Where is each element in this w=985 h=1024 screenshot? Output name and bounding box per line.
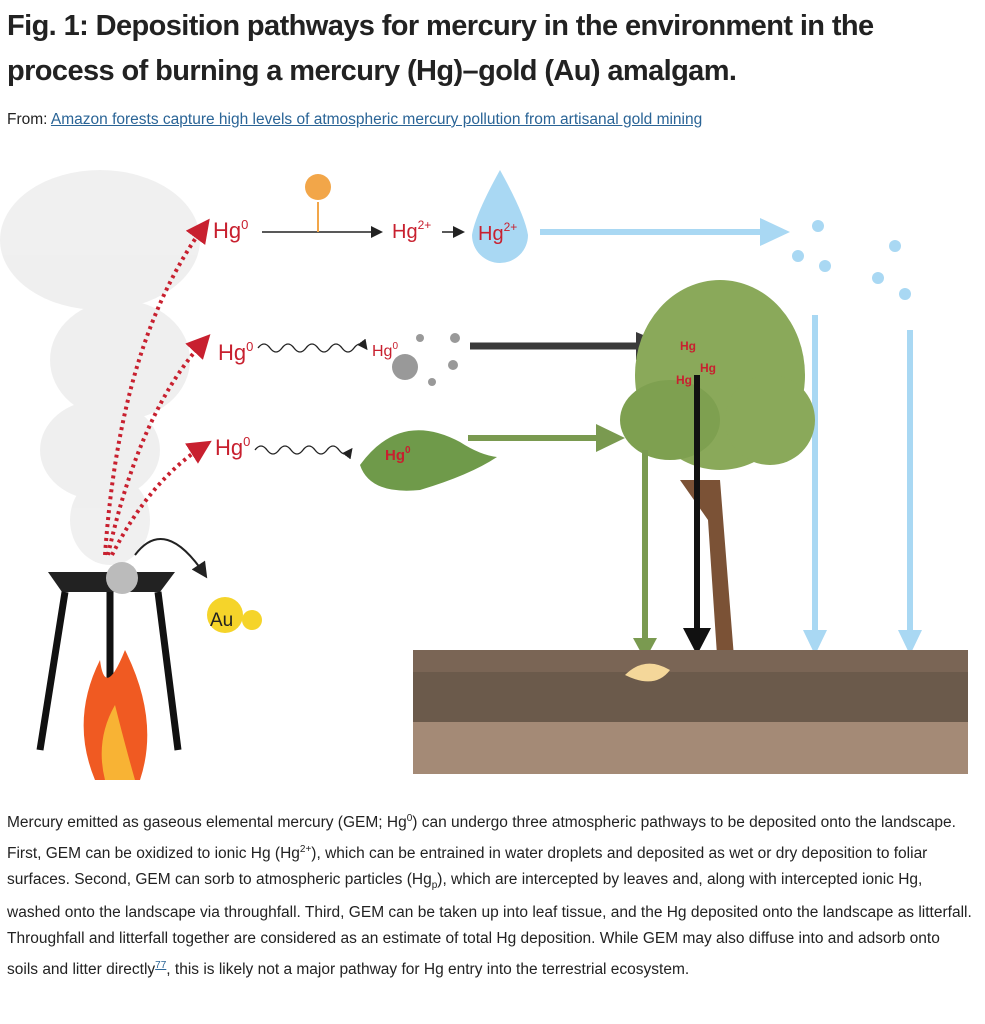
caption-sup: 0 [406,813,413,824]
mercury-deposition-diagram: Hg0 Hg2+ Hg2+ Hg0 Hg0 Hg0 Hg0 Hg Hg Hg [0,170,968,780]
gold-au-label: Au [210,610,233,631]
svg-text:Hg: Hg [680,339,696,353]
hg2-droplet-label: Hg2+ [478,220,517,245]
gold-nugget-icon [207,597,262,633]
water-droplet-icon [472,170,528,263]
caption-text: Mercury emitted as gaseous elemental mer… [7,814,407,832]
emission-arrows [103,218,212,556]
fallen-leaf-icon [625,663,670,682]
hg0-label-oxidation: Hg0 [213,217,248,243]
tree-illustration: Hg Hg Hg [620,280,815,670]
from-label: From: [7,111,48,128]
reference-link[interactable]: 77 [155,959,167,971]
particle-icon [392,333,460,386]
figure-caption: Mercury emitted as gaseous elemental mer… [7,806,972,984]
hg2-label: Hg2+ [392,218,431,243]
leaf-icon [360,430,497,491]
caption-text: ), which are intercepted by leaves and, … [7,871,972,979]
caption-text: ), which can be entrained in water dropl… [7,844,928,889]
hg0-label-uptake: Hg0 [215,434,250,460]
rain-drops [792,220,911,300]
figure-title: Fig. 1: Deposition pathways for mercury … [7,10,874,87]
caption-text: , this is likely not a major pathway for… [166,961,690,979]
caption-sup: 2+ [299,843,312,855]
source-article-link[interactable]: Amazon forests capture high levels of at… [50,111,703,128]
burner-stand [36,562,182,780]
svg-text:Hg: Hg [676,373,692,387]
hg0-label-particle: Hg0 [218,339,253,365]
hg0-particle-label: Hg0 [372,341,398,360]
svg-text:Hg: Hg [700,361,716,375]
sun-icon [305,174,331,232]
hg0-leaf-label: Hg0 [385,445,411,464]
soil-ground [413,650,968,774]
smoke-plume [0,170,200,565]
caption-text: ) can undergo three atmospheric pathways… [7,814,956,862]
figure-source: From: Amazon forests capture high levels… [7,111,702,129]
gold-arrow [134,538,208,579]
caption-sub: p [431,880,438,892]
throughfall-rain-arrows [812,315,913,630]
